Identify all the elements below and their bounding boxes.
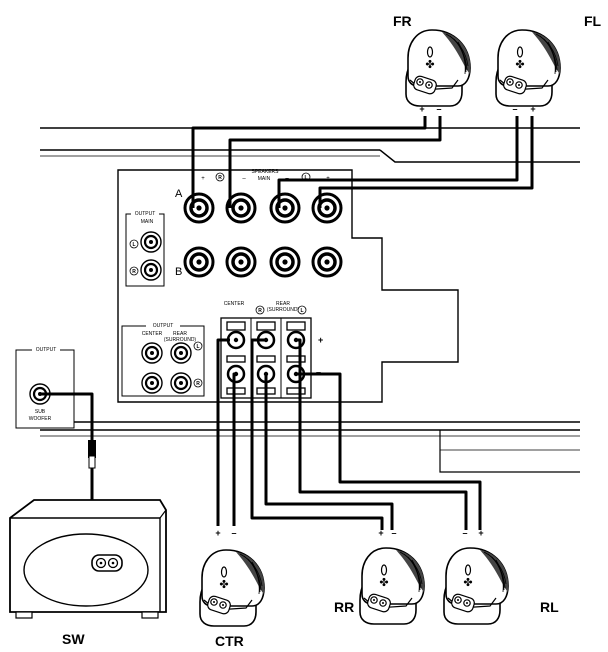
output-cr-title: OUTPUT bbox=[153, 323, 174, 329]
output-main-jacks: OUTPUT MAIN L R bbox=[125, 209, 165, 287]
sub-label: SUB bbox=[35, 409, 46, 415]
ctr-minus-label: – bbox=[231, 528, 236, 538]
terminal-b-r-plus bbox=[183, 246, 215, 278]
fl-plus-label: + bbox=[530, 104, 535, 114]
label-rr: RR bbox=[334, 599, 354, 615]
main-channel-r-label: R bbox=[218, 175, 222, 181]
output-main-l-label: L bbox=[132, 242, 135, 248]
rl-plus-label: + bbox=[478, 528, 483, 538]
output-surround-label: (SURROUND) bbox=[164, 337, 197, 343]
terminal-surround-label: (SURROUND) bbox=[267, 307, 300, 313]
speaker-fr bbox=[405, 29, 471, 107]
terminal-b-l-minus bbox=[269, 246, 301, 278]
sub-output-title: OUTPUT bbox=[36, 347, 57, 353]
label-ctr: CTR bbox=[215, 633, 244, 649]
terminal-rear-l-label: L bbox=[300, 308, 303, 314]
terminal-rear-r-label: R bbox=[258, 308, 262, 314]
output-rear-label: REAR bbox=[173, 331, 187, 337]
ctr-plus-label: + bbox=[215, 528, 220, 538]
main-channel-l-label: L bbox=[304, 175, 307, 181]
receiver-chassis bbox=[40, 127, 580, 473]
terminal-b-r-minus bbox=[225, 246, 257, 278]
output-center-label: CENTER bbox=[142, 331, 163, 337]
output-rear-r-label: R bbox=[196, 381, 200, 387]
speaker-fl bbox=[495, 29, 561, 107]
rr-minus-label: – bbox=[391, 528, 396, 538]
center-rear-terminals: CENTER R REAR (SURROUND) L + – bbox=[220, 301, 323, 399]
terminal-minus-label: – bbox=[316, 367, 321, 377]
rl-minus-label: – bbox=[462, 528, 467, 538]
output-main-r-label: R bbox=[132, 269, 136, 275]
row-a-label: A bbox=[175, 188, 183, 200]
output-main-sublabel: MAIN bbox=[141, 219, 154, 225]
speaker-polarity-labels: + – – + + – + – – + bbox=[215, 104, 535, 538]
speaker-rr bbox=[359, 547, 425, 625]
fr-plus-label: + bbox=[419, 104, 424, 114]
terminal-a-l-minus bbox=[269, 192, 301, 224]
terminal-a-r-plus bbox=[183, 192, 215, 224]
output-center-rear-jacks: OUTPUT CENTER REAR (SURROUND) L R bbox=[121, 321, 205, 397]
main-r-minus-label: – bbox=[242, 176, 246, 182]
label-fr: FR bbox=[393, 13, 412, 29]
terminal-plus-label: + bbox=[318, 335, 323, 345]
woofer-label: WOOFER bbox=[29, 416, 52, 422]
speakers-title: SPEAKERS bbox=[252, 169, 280, 175]
speaker-name-labels: FR FL SW CTR RR RL bbox=[62, 13, 602, 649]
main-r-plus-label: + bbox=[201, 176, 205, 182]
row-b-label: B bbox=[175, 266, 182, 278]
speaker-rl bbox=[443, 547, 509, 625]
label-sw: SW bbox=[62, 631, 85, 647]
terminal-b-l-plus bbox=[311, 246, 343, 278]
main-speaker-terminals: SPEAKERS MAIN + R – – L + A B bbox=[175, 169, 343, 278]
output-rear-l-label: L bbox=[196, 344, 199, 350]
terminal-center-label: CENTER bbox=[224, 301, 245, 307]
speaker-ctr bbox=[199, 549, 265, 627]
sub-woofer-output: OUTPUT SUB WOOFER bbox=[15, 345, 75, 429]
speakers-main-label: MAIN bbox=[258, 176, 271, 182]
label-fl: FL bbox=[584, 13, 602, 29]
subwoofer-cabinet bbox=[9, 499, 167, 619]
rr-plus-label: + bbox=[378, 528, 383, 538]
speaker-wires bbox=[40, 116, 534, 530]
fr-minus-label: – bbox=[436, 104, 441, 114]
fl-minus-label: – bbox=[512, 104, 517, 114]
terminal-a-l-plus bbox=[311, 192, 343, 224]
label-rl: RL bbox=[540, 599, 559, 615]
output-main-title: OUTPUT bbox=[135, 211, 156, 217]
terminal-rear-label: REAR bbox=[276, 301, 290, 307]
